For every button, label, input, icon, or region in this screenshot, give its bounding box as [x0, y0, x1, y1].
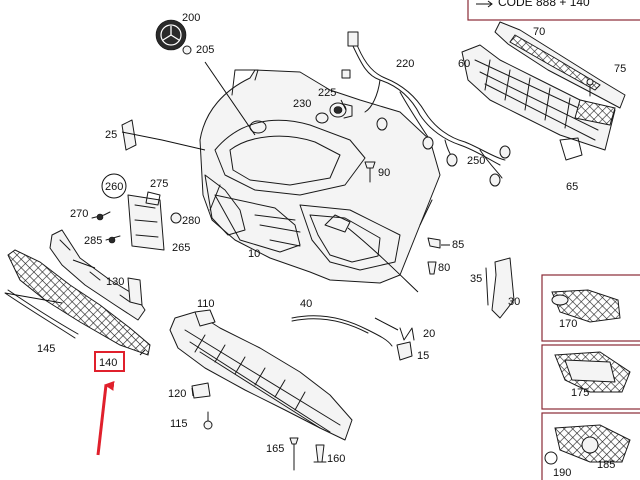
label-110: 110: [197, 298, 215, 310]
label-220: 220: [396, 58, 414, 70]
label-275: 275: [150, 178, 168, 190]
label-260-circle: [101, 173, 127, 199]
emblem-part: [155, 19, 187, 51]
label-265: 265: [172, 242, 190, 254]
bracket-25-part: [121, 119, 137, 151]
clip-20-part: [399, 327, 415, 341]
label-175: 175: [571, 387, 589, 399]
clip-160-part: [313, 444, 327, 463]
label-80: 80: [438, 262, 450, 274]
label-260: 260: [105, 181, 123, 193]
label-200: 200: [182, 12, 200, 24]
label-90: 90: [378, 167, 390, 179]
radiator-shutter-part: [461, 21, 626, 161]
code-header-box: CODE 888 + 140: [467, 0, 640, 21]
label-190: 190: [553, 467, 571, 479]
highlight-box-140: [94, 351, 125, 372]
label-170: 170: [559, 318, 577, 330]
wiring-harness-part: [341, 31, 511, 187]
emblem-clip-part: [182, 45, 192, 55]
front-bumper-part: [199, 69, 441, 284]
label-65: 65: [566, 181, 578, 193]
label-205: 205: [196, 44, 214, 56]
variant-box-170: [541, 274, 640, 342]
label-140: 140: [99, 357, 117, 369]
label-270: 270: [70, 208, 88, 220]
ring-190-part: [544, 451, 558, 465]
variant-box-190: [541, 412, 640, 480]
label-120: 120: [168, 388, 186, 400]
variant-box-175: [541, 344, 640, 410]
label-230: 230: [293, 98, 311, 110]
highlight-140: [94, 351, 125, 456]
label-280: 280: [182, 215, 200, 227]
label-115: 115: [170, 418, 188, 430]
label-70: 70: [533, 26, 545, 38]
label-160: 160: [327, 453, 345, 465]
leader-lines: [4, 61, 450, 397]
label-60: 60: [458, 58, 470, 70]
trim-wire-40-part: [291, 315, 393, 347]
label-165: 165: [266, 443, 284, 455]
label-15: 15: [417, 350, 429, 362]
bracket-120-part: [191, 382, 211, 399]
screw-90-part: [364, 161, 376, 183]
sensor-holder-85-part: [427, 237, 441, 249]
label-75: 75: [614, 63, 626, 75]
label-20: 20: [423, 328, 435, 340]
label-250: 250: [467, 155, 485, 167]
label-85: 85: [452, 239, 464, 251]
screw-115-part: [203, 411, 213, 430]
header-arrow-icon: [476, 0, 493, 8]
underbody-cover-110-part: [169, 309, 353, 441]
clip-165-part: [289, 437, 299, 471]
label-225: 225: [318, 87, 336, 99]
label-145: 145: [37, 343, 55, 355]
variant-box-group: [541, 274, 640, 480]
part-labels: 200 205 220 70 60 75 225 230 25 90 250 6…: [37, 12, 626, 479]
red-arrow-icon: [96, 380, 115, 456]
screw-80-part: [427, 261, 437, 275]
grille-frame-130-part: [49, 229, 146, 321]
header-code-text: CODE 888 + 140: [498, 0, 590, 9]
label-130: 130: [106, 276, 124, 288]
label-185: 185: [597, 459, 615, 471]
side-grille-185-part: [554, 424, 631, 463]
tow-cap-15-part: [396, 341, 413, 361]
label-30: 30: [508, 296, 520, 308]
label-35: 35: [470, 273, 482, 285]
side-grille-170-part: [551, 289, 621, 323]
side-grille-175-part: [554, 351, 631, 393]
label-285: 285: [84, 235, 102, 247]
license-plate-bracket-part: [91, 191, 182, 251]
label-10: 10: [248, 248, 260, 260]
label-40: 40: [300, 298, 312, 310]
label-25: 25: [105, 129, 117, 141]
bracket-30-part: [485, 257, 515, 319]
